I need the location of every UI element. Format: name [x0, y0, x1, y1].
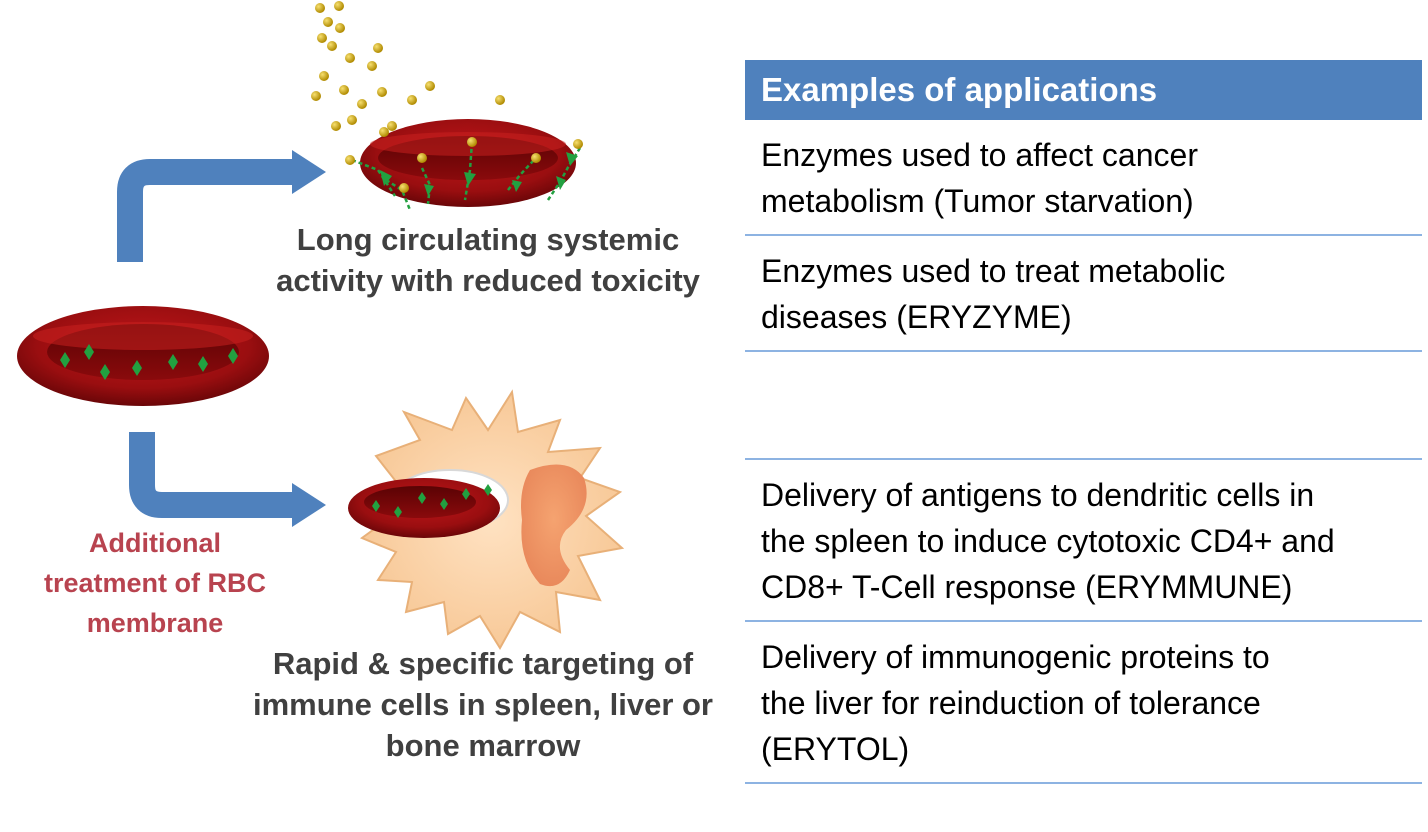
table-separator — [745, 352, 1422, 460]
dendritic-cell — [348, 389, 625, 650]
application-row: Enzymes used to treat metabolic diseases… — [745, 236, 1422, 352]
applications-header: Examples of applications — [745, 60, 1422, 120]
application-row: Enzymes used to affect cancer metabolism… — [745, 120, 1422, 236]
application-row: Delivery of immunogenic proteins to the … — [745, 622, 1422, 784]
arrow-down-right — [129, 432, 326, 527]
rbc-loaded — [17, 306, 269, 406]
applications-table: Examples of applications Enzymes used to… — [745, 60, 1422, 784]
enzyme-substrate-dots — [311, 1, 505, 131]
rbc-circulating — [345, 119, 583, 211]
caption-systemic-activity: Long circulating systemic activity with … — [276, 222, 700, 298]
caption-immune-targeting: Rapid & specific targeting of immune cel… — [252, 646, 713, 763]
caption-membrane-treatment: Additional treatment of RBC membrane — [43, 528, 266, 638]
diagram-illustration — [17, 1, 625, 650]
application-row: Delivery of antigens to dendritic cells … — [745, 460, 1422, 622]
arrow-up-right — [117, 150, 326, 262]
